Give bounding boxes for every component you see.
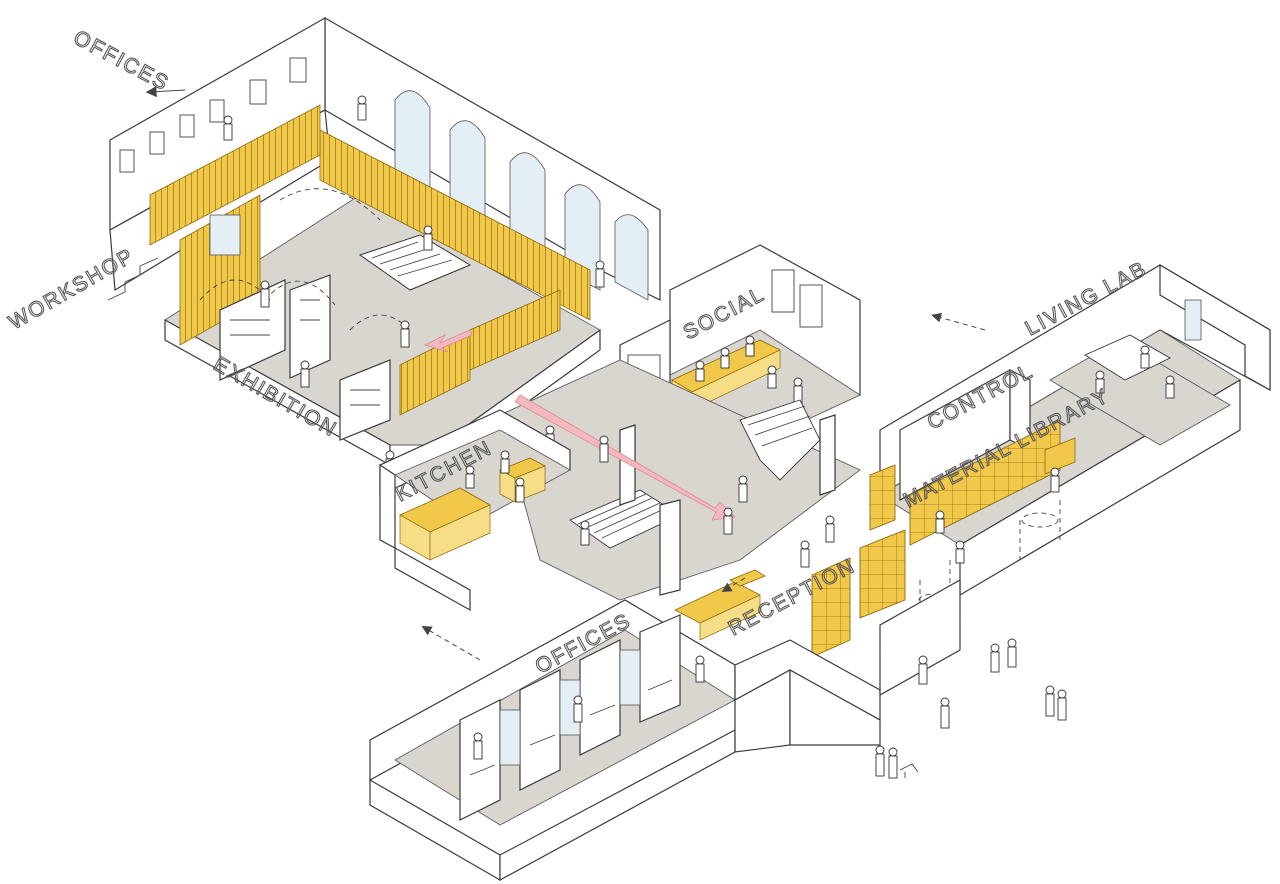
label-workshop: WORKSHOP bbox=[5, 244, 138, 334]
people-offices bbox=[473, 655, 705, 760]
people-outdoor bbox=[875, 638, 1067, 779]
circulation-arrow bbox=[514, 394, 736, 521]
right-wing-block bbox=[811, 263, 1271, 658]
label-offices-top: OFFICES bbox=[70, 26, 174, 96]
central-hall-block bbox=[423, 329, 861, 601]
people-kitchen bbox=[465, 450, 525, 503]
bottom-offices-block bbox=[369, 569, 961, 882]
kitchen-block bbox=[379, 409, 571, 612]
